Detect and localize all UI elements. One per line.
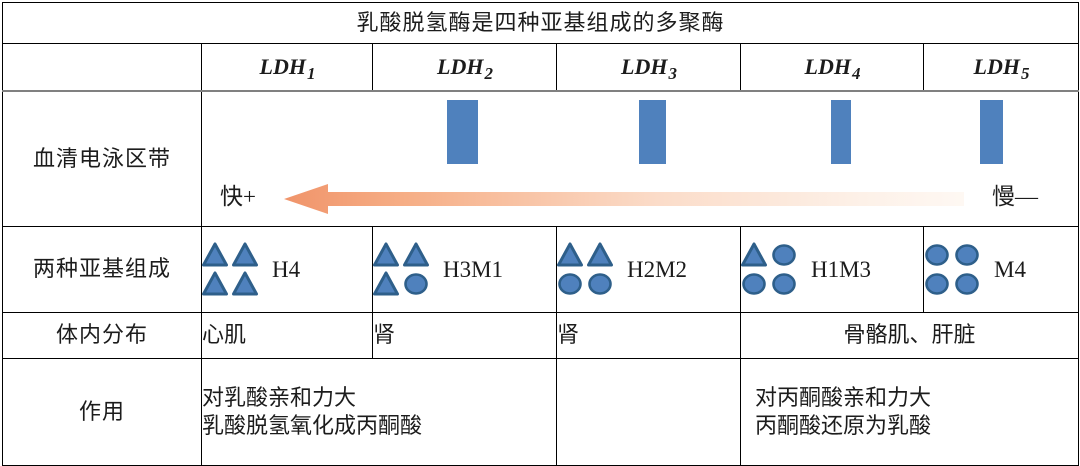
distribution-cell-ldh1: 心肌 xyxy=(201,312,373,359)
electrophoresis-band-area: 快+ xyxy=(200,90,1080,227)
function-left-line-1: 对乳酸亲和力大 xyxy=(202,384,357,410)
h-subunit-triangle-icon xyxy=(232,242,258,267)
slow-pole-label: 慢— xyxy=(992,184,1038,209)
subunit-formula-ldh4: H1M3 xyxy=(811,256,872,282)
header-corner-cell xyxy=(2,43,202,92)
function-right-line-2: 丙酮酸还原为乳酸 xyxy=(755,413,932,438)
h-subunit-triangle-icon xyxy=(202,242,228,267)
function-row: 作用 对乳酸亲和力大 乳酸脱氢氧化成丙酮酸 对丙酮酸亲和力大 丙酮酸还原为乳酸 xyxy=(2,358,1080,466)
header-ldh3-name: LDH xyxy=(621,53,668,79)
function-right-line-1: 对丙酮酸亲和力大 xyxy=(755,384,932,410)
migration-arrow-group: 快+ xyxy=(202,178,1078,220)
subunit-cell-ldh1: H4 xyxy=(201,226,373,313)
m-subunit-circle-icon xyxy=(772,273,796,295)
header-ldh4: LDH4 xyxy=(740,43,924,92)
distribution-cell-ldh2: 肾 xyxy=(372,312,557,359)
m-subunit-circle-icon xyxy=(742,273,766,295)
distribution-row-label: 体内分布 xyxy=(2,312,202,359)
h-subunit-triangle-icon xyxy=(373,242,399,267)
function-cell-ldh3 xyxy=(556,358,741,466)
m-subunit-circle-icon xyxy=(588,273,612,295)
subunit-cell-ldh5: M4 xyxy=(922,226,1080,313)
h-subunit-triangle-icon xyxy=(373,271,399,296)
header-ldh5-subscript: 5 xyxy=(1020,63,1030,83)
subunit-shapes-ldh4 xyxy=(741,241,801,299)
m-subunit-circle-icon xyxy=(925,244,949,266)
subunit-formula-ldh5: M4 xyxy=(994,256,1026,282)
header-ldh1-subscript: 1 xyxy=(306,63,316,83)
band-ldh1 xyxy=(447,100,478,164)
figure-title: 乳酸脱氢酶是四种亚基组成的多聚酶 xyxy=(1,2,1080,44)
h-subunit-triangle-icon xyxy=(557,242,583,267)
header-ldh3-subscript: 3 xyxy=(668,63,677,83)
subunit-shapes-ldh3 xyxy=(557,241,617,299)
h-subunit-triangle-icon xyxy=(587,242,613,267)
distribution-row: 体内分布 心肌 肾 肾 骨骼肌、肝脏 xyxy=(2,312,1080,359)
header-ldh2: LDH2 xyxy=(372,43,557,92)
subunit-shapes-ldh2 xyxy=(373,241,433,299)
function-left-line-2: 乳酸脱氢氧化成丙酮酸 xyxy=(202,413,423,438)
subunit-cell-ldh4: H1M3 xyxy=(740,226,924,313)
header-ldh4-subscript: 4 xyxy=(851,63,861,83)
function-cell-ldh4-ldh5: 对丙酮酸亲和力大 丙酮酸还原为乳酸 xyxy=(739,358,1080,466)
subunit-shapes-ldh5 xyxy=(924,241,984,299)
m-subunit-circle-icon xyxy=(404,273,428,295)
distribution-cell-ldh4-ldh5: 骨骼肌、肝脏 xyxy=(739,312,1080,359)
header-ldh3: LDH3 xyxy=(556,43,741,92)
band-canvas: 快+ xyxy=(202,92,1078,226)
header-ldh1: LDH1 xyxy=(201,43,373,92)
subunit-formula-ldh3: H2M2 xyxy=(627,256,688,282)
subunit-formula-ldh1: H4 xyxy=(272,256,301,282)
h-subunit-triangle-icon xyxy=(403,242,429,267)
h-subunit-triangle-icon xyxy=(741,242,767,267)
h-subunit-triangle-icon xyxy=(202,271,228,296)
electrophoresis-row-label: 血清电泳区带 xyxy=(2,90,202,227)
h-subunit-triangle-icon xyxy=(232,271,258,296)
header-row: LDH1 LDH2 LDH3 LDH4 LDH5 xyxy=(2,43,1080,92)
header-ldh2-subscript: 2 xyxy=(484,63,493,83)
subunit-row-label: 两种亚基组成 xyxy=(2,226,202,313)
function-row-label: 作用 xyxy=(2,358,202,466)
subunit-cell-ldh2: H3M1 xyxy=(372,226,557,313)
m-subunit-circle-icon xyxy=(955,244,979,266)
m-subunit-circle-icon xyxy=(925,273,949,295)
fast-pole-label: 快+ xyxy=(220,184,256,209)
subunit-shapes-ldh1 xyxy=(202,241,262,299)
m-subunit-circle-icon xyxy=(772,244,796,266)
electrophoresis-row: 血清电泳区带 快+ xyxy=(2,90,1080,227)
function-cell-ldh1-ldh2: 对乳酸亲和力大 乳酸脱氢氧化成丙酮酸 xyxy=(201,358,557,466)
distribution-cell-ldh3: 肾 xyxy=(556,312,741,359)
band-ldh2 xyxy=(639,100,666,164)
subunit-cell-ldh3: H2M2 xyxy=(556,226,741,313)
band-ldh4 xyxy=(980,100,1003,164)
m-subunit-circle-icon xyxy=(955,273,979,295)
title-row: 乳酸脱氢酶是四种亚基组成的多聚酶 xyxy=(1,2,1080,44)
m-subunit-circle-icon xyxy=(558,273,582,295)
band-ldh3 xyxy=(831,100,851,164)
subunit-row: 两种亚基组成 H4 H3M1 H2M2 xyxy=(2,226,1080,313)
header-ldh5: LDH5 xyxy=(922,43,1080,92)
header-ldh2-name: LDH xyxy=(437,53,484,79)
left-arrow-icon xyxy=(284,184,964,214)
header-ldh4-name: LDH xyxy=(804,53,851,79)
header-ldh5-name: LDH xyxy=(973,53,1020,79)
subunit-formula-ldh2: H3M1 xyxy=(443,256,504,282)
header-ldh1-name: LDH xyxy=(259,53,306,79)
